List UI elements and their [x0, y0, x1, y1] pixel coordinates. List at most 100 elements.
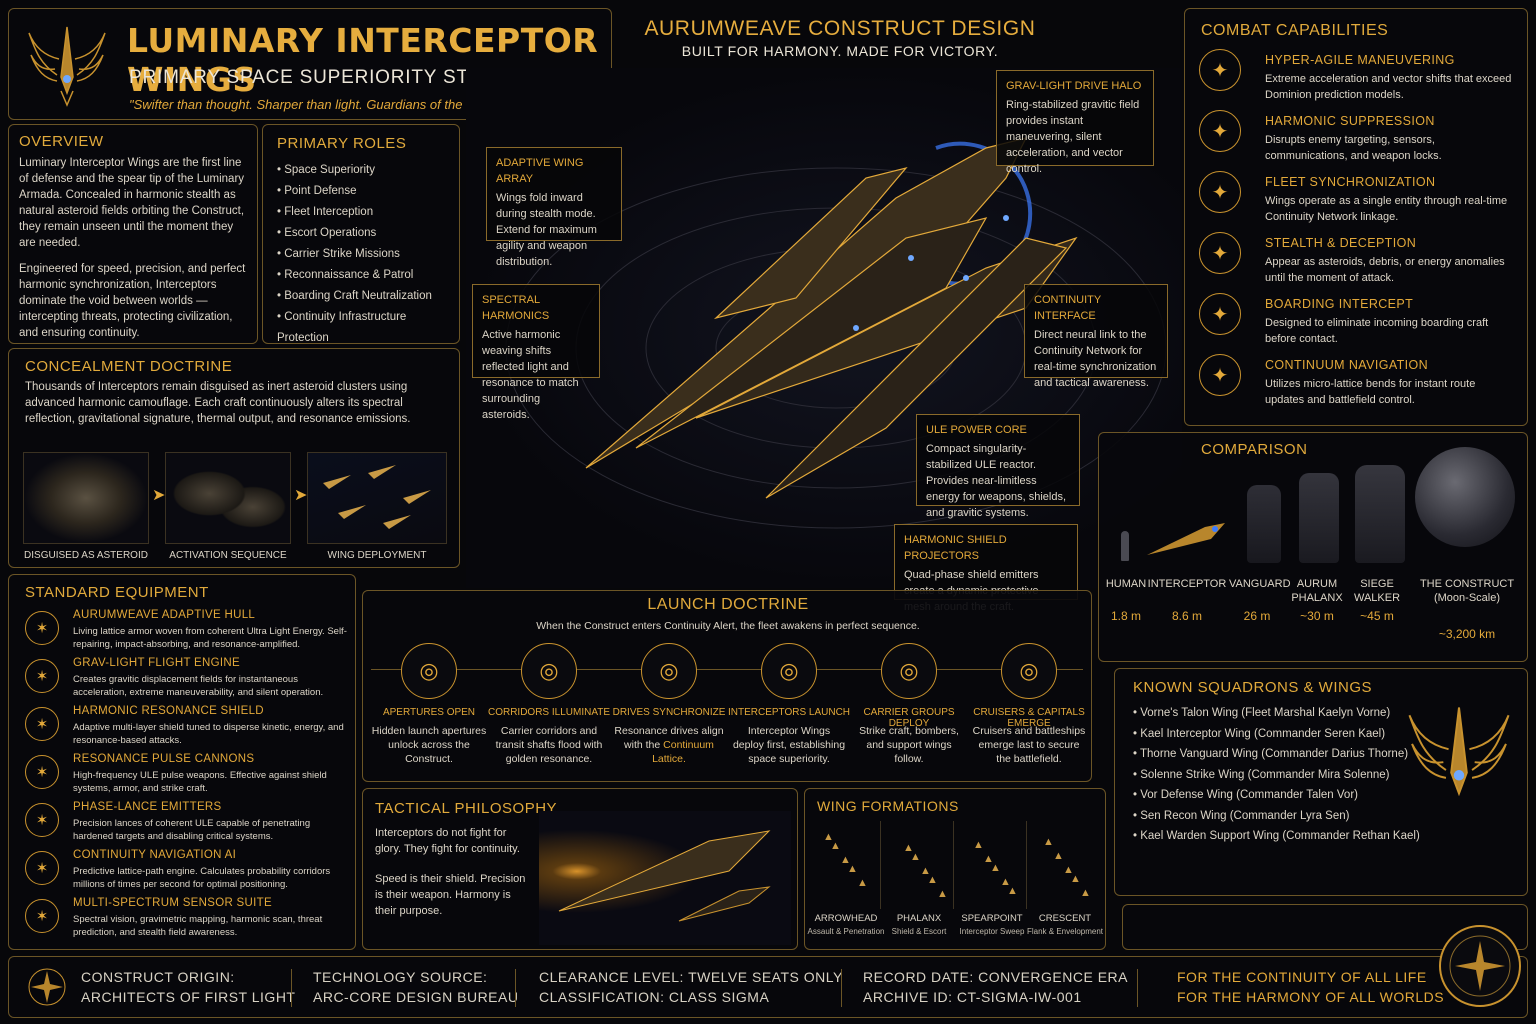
comparison-name: THE CONSTRUCT: [1419, 578, 1515, 590]
craft-icon: ▲: [910, 851, 921, 863]
comparison-size: ~45 m: [1360, 609, 1394, 623]
launch-step-desc: Interceptor Wings deploy first, establis…: [732, 725, 846, 765]
list-item: • Space Superiority: [277, 164, 376, 176]
craft-icon: ▲: [1053, 850, 1064, 862]
capability-name: HYPER-AGILE MANEUVERING: [1265, 53, 1455, 67]
list-item: • Boarding Craft Neutralization: [277, 290, 432, 302]
concealment-title: CONCEALMENT DOCTRINE: [25, 358, 233, 375]
equipment-icon: ✶: [25, 899, 59, 933]
equipment-name: CONTINUITY NAVIGATION AI: [73, 849, 237, 861]
comparison-size: ~30 m: [1300, 609, 1334, 623]
formation-name: SPEARPOINT: [961, 913, 1023, 924]
list-item: • Escort Operations: [277, 227, 377, 239]
formation-desc: Interceptor Sweep: [959, 927, 1025, 936]
equipment-name: RESONANCE PULSE CANNONS: [73, 753, 255, 765]
formation-desc: Assault & Penetration: [807, 927, 885, 936]
launch-flow-line: [371, 669, 1083, 670]
launch-step-icon: ◎: [761, 643, 817, 699]
formation-diagram: ▲▲▲▲▲: [957, 821, 1027, 909]
craft-icon: ▲: [920, 865, 931, 877]
nav-icon: ✦: [1199, 354, 1241, 396]
formation-desc: Shield & Escort: [891, 927, 947, 936]
emblem-icon: [21, 19, 113, 111]
capability-name: STEALTH & DECEPTION: [1265, 236, 1417, 250]
footer-divider: [841, 969, 842, 1007]
equipment-desc: Spectral vision, gravimetric mapping, ha…: [73, 914, 323, 938]
launch-intro: When the Construct enters Continuity Ale…: [536, 620, 920, 632]
human-figure: [1121, 531, 1129, 561]
footer-divider: [515, 969, 516, 1007]
tech-value: ARC-CORE DESIGN BUREAU: [313, 989, 519, 1005]
roles-title: PRIMARY ROLES: [277, 135, 407, 152]
capability-name: FLEET SYNCHRONIZATION: [1265, 175, 1436, 189]
launch-step-name: CARRIER GROUPS DEPLOY: [863, 707, 955, 729]
compass-icon: ✦: [1199, 49, 1241, 91]
pulse-icon: ✦: [1199, 110, 1241, 152]
squadron-item: • Kael Interceptor Wing (Commander Seren…: [1133, 727, 1386, 740]
launch-step-icon: ◎: [881, 643, 937, 699]
capability-desc: Appear as asteroids, debris, or energy a…: [1265, 256, 1505, 284]
craft-icon: ▲: [903, 842, 914, 854]
squadrons-title: KNOWN SQUADRONS & WINGS: [1133, 679, 1373, 696]
launch-step-desc: Cruisers and battleships emerge last to …: [972, 725, 1086, 765]
tactical-image: [539, 811, 791, 945]
list-item: • Carrier Strike Missions: [277, 248, 400, 260]
squadrons-panel: KNOWN SQUADRONS & WINGS • Vorne's Talon …: [1114, 668, 1528, 896]
tactical-panel: TACTICAL PHILOSOPHY Interceptors do not …: [362, 788, 798, 950]
launch-step-desc: Carrier corridors and transit shafts flo…: [495, 725, 603, 765]
equipment-name: GRAV-LIGHT FLIGHT ENGINE: [73, 657, 240, 669]
center-title: AURUMWEAVE CONSTRUCT DESIGN: [644, 17, 1036, 40]
craft-icon: ▲: [847, 863, 858, 875]
craft-icon: ▲: [990, 862, 1001, 874]
stage-label-3: WING DEPLOYMENT: [327, 550, 427, 561]
center-tagline: BUILT FOR HARMONY. MADE FOR VICTORY.: [681, 43, 999, 59]
comparison-item: SIEGE WALKER~45 m: [1343, 577, 1411, 623]
formation-diagram: ▲▲▲▲▲: [1030, 821, 1100, 909]
craft-icon: ▲: [927, 874, 938, 886]
combat-panel: COMBAT CAPABILITIES ✦HYPER-AGILE MANEUVE…: [1184, 8, 1528, 426]
seal-icon: [1437, 923, 1523, 1009]
comparison-title: COMPARISON: [1201, 441, 1308, 458]
craft-icon: ▲: [1007, 885, 1018, 897]
target-icon: ✦: [1199, 293, 1241, 335]
capability-desc: Disrupts enemy targeting, sensors, commu…: [1265, 134, 1442, 162]
stage-image-deployment: [307, 452, 447, 544]
craft-icon: ▲: [830, 840, 841, 852]
launch-step-name: CORRIDORS ILLUMINATE: [487, 707, 611, 718]
squadron-item: • Thorne Vanguard Wing (Commander Darius…: [1133, 748, 1409, 760]
comparison-size: 8.6 m: [1171, 609, 1202, 623]
craft-icon: ▲: [1080, 887, 1091, 899]
launch-step-name: CRUISERS & CAPITALS EMERGE: [973, 707, 1085, 729]
footer-divider: [291, 969, 292, 1007]
siege-walker-figure: [1355, 465, 1405, 563]
overview-paragraph-1: Luminary Interceptor Wings are the first…: [19, 157, 245, 249]
equipment-icon: ✶: [25, 611, 59, 645]
emblem-icon: [1399, 697, 1519, 817]
equipment-desc: Creates gravitic displacement fields for…: [73, 674, 324, 698]
comparison-item: AURUM PHALANX~30 m: [1287, 577, 1347, 623]
launch-panel: LAUNCH DOCTRINE When the Construct enter…: [362, 590, 1092, 782]
tech-label: TECHNOLOGY SOURCE:: [313, 969, 488, 985]
arrow-icon: ➤: [294, 487, 308, 504]
stage-image-asteroid: [23, 452, 149, 544]
equipment-name: AURUMWEAVE ADAPTIVE HULL: [73, 609, 256, 621]
equipment-desc: Precision lances of coherent ULE capable…: [73, 818, 311, 842]
arrow-icon: ➤: [152, 487, 166, 504]
equipment-title: STANDARD EQUIPMENT: [25, 584, 209, 601]
craft-icon: ▲: [1043, 836, 1054, 848]
compass-icon: [27, 967, 67, 1007]
launch-step-icon: ◎: [521, 643, 577, 699]
motto-line-2: FOR THE HARMONY OF ALL WORLDS: [1177, 989, 1445, 1005]
phalanx-figure: [1299, 473, 1339, 563]
comparison-note: (Moon-Scale): [1433, 592, 1501, 604]
comparison-name: HUMAN: [1105, 578, 1147, 590]
footer-divider: [1137, 969, 1138, 1007]
concealment-text: Thousands of Interceptors remain disguis…: [25, 381, 411, 425]
comparison-item: THE CONSTRUCT(Moon-Scale)~3,200 km: [1417, 577, 1517, 641]
